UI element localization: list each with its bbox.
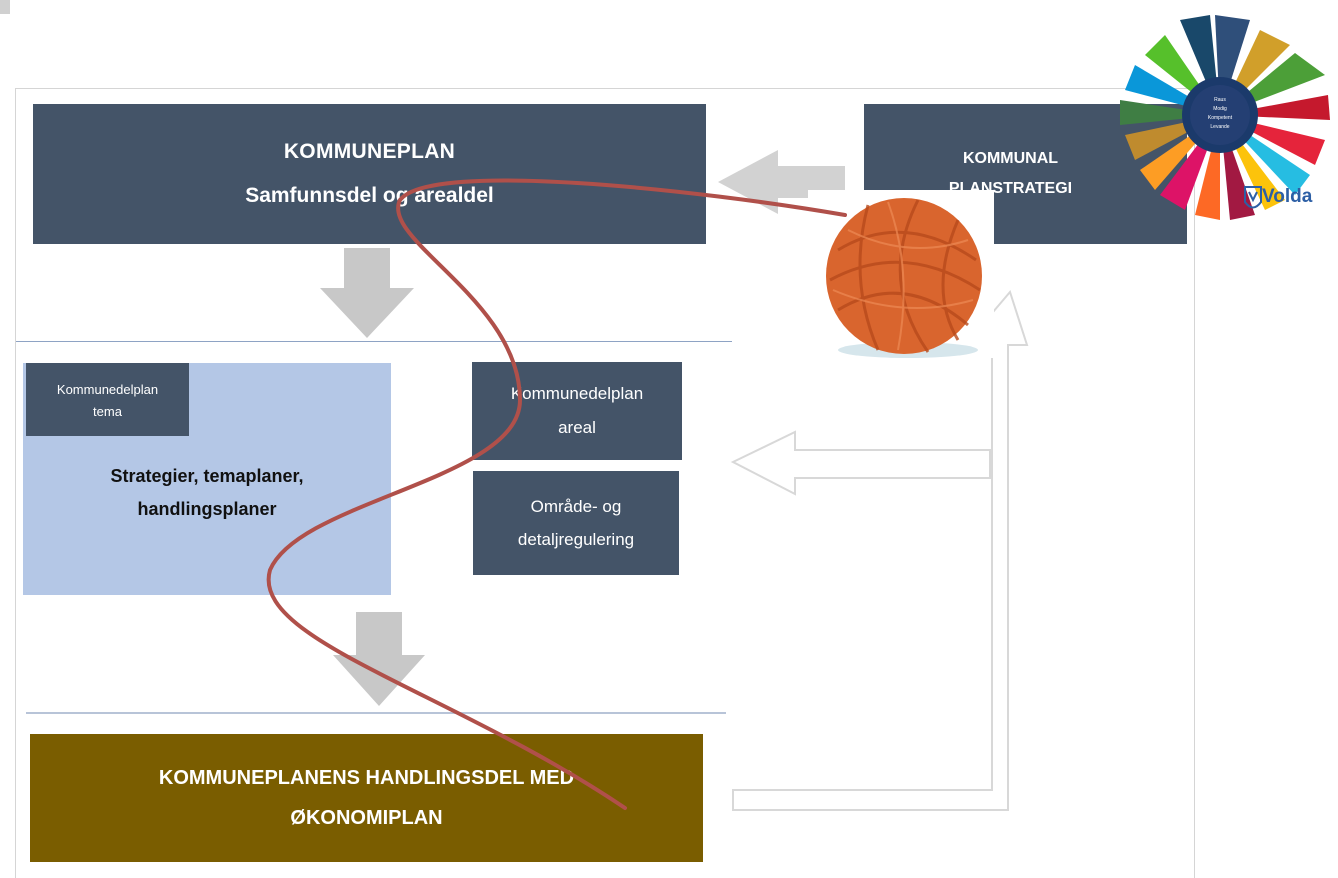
arrow-feedback-loop — [732, 289, 1029, 811]
volda-shield-icon — [1244, 186, 1262, 209]
strategier-line1: Strategier, temaplaner, — [110, 466, 304, 486]
sdg-center-2: Modig — [1213, 106, 1227, 112]
diagram-frame — [15, 88, 1195, 878]
kommunedelplan-areal-box: Kommunedelplan areal — [472, 362, 682, 460]
window-corner — [0, 0, 10, 14]
arrow-down-bottom — [333, 612, 425, 706]
yarn-ball-image — [808, 190, 994, 358]
red-thread — [266, 178, 847, 810]
strategier-line2: handlingsplaner — [137, 499, 277, 519]
sdg-center-3: Kompetent — [1208, 115, 1233, 121]
kommuneplan-subtitle: Samfunnsdel og arealdel — [245, 184, 494, 207]
divider-bottom — [26, 712, 726, 714]
sdg-center-1: Raus — [1214, 97, 1226, 103]
arrow-down-top — [320, 248, 414, 338]
regulering-box: Område- og detaljregulering — [473, 471, 679, 575]
sdg-wheel-logo: Raus Modig Kompetent Levande — [1110, 10, 1335, 220]
handlingsdel-line1: KOMMUNEPLANENS HANDLINGSDEL MED — [158, 767, 575, 789]
areal-line1: Kommunedelplan — [510, 384, 644, 403]
tema-line2: tema — [93, 403, 122, 419]
tema-line1: Kommunedelplan — [56, 381, 159, 397]
volda-logo-text: Volda — [1262, 186, 1313, 207]
handlingsdel-line2: ØKONOMIPLAN — [290, 807, 443, 829]
strategier-text: Strategier, temaplaner, handlingsplaner — [23, 460, 391, 526]
kommunedelplan-tema-box: Kommunedelplan tema — [26, 363, 189, 436]
regulering-line2: detaljregulering — [517, 530, 635, 549]
planstrategi-line1: KOMMUNAL — [962, 150, 1059, 167]
kommuneplan-title: KOMMUNEPLAN — [283, 140, 456, 163]
divider-top — [16, 341, 732, 342]
handlingsdel-box: KOMMUNEPLANENS HANDLINGSDEL MED ØKONOMIP… — [30, 734, 703, 862]
sdg-center-4: Levande — [1210, 124, 1229, 130]
arrow-left-middle — [730, 430, 991, 496]
regulering-line1: Område- og — [530, 497, 622, 516]
areal-line2: areal — [558, 418, 596, 437]
kommuneplan-box: KOMMUNEPLAN Samfunnsdel og arealdel — [33, 104, 706, 244]
